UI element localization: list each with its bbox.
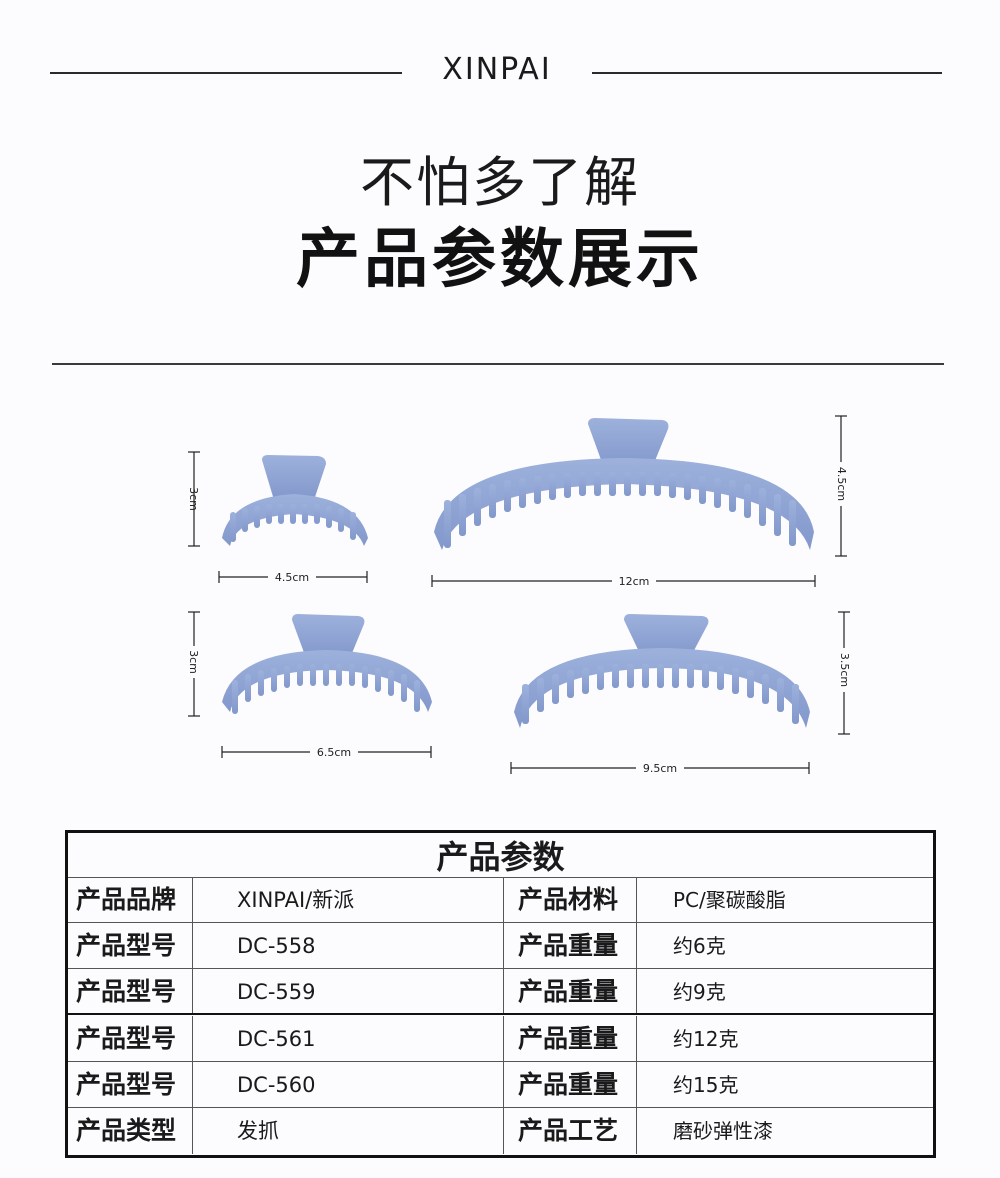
table-row: 产品品牌 XINPAI/新派 产品材料 PC/聚碳酸脂 [68, 877, 933, 923]
dim-width-4: 9.5cm [643, 762, 677, 775]
row-key-right: 产品重量 [504, 923, 637, 968]
dim-width-1: 4.5cm [275, 571, 309, 584]
table-row: 产品型号 DC-561 产品重量 约12克 [68, 1016, 933, 1062]
row-value-left: DC-560 [193, 1062, 504, 1107]
row-value-left: XINPAI/新派 [193, 877, 504, 922]
row-key-right: 产品材料 [504, 877, 637, 922]
row-key-left: 产品型号 [68, 1062, 193, 1107]
row-value-right: 约6克 [673, 934, 726, 958]
table-row: 产品型号 DC-558 产品重量 约6克 [68, 923, 933, 969]
hair-clip-small: 3cm 4.5cm [187, 451, 368, 584]
row-value-right: PC/聚碳酸脂 [673, 888, 786, 912]
row-value-left: DC-559 [193, 969, 504, 1013]
product-parameter-table: 产品参数 产品品牌 XINPAI/新派 产品材料 PC/聚碳酸脂 产品型号 DC… [65, 830, 936, 1158]
product-dimension-illustration: 3cm 4.5cm [0, 400, 1000, 800]
row-key-right: 产品重量 [504, 1062, 637, 1107]
table-row: 产品型号 DC-560 产品重量 约15克 [68, 1062, 933, 1108]
row-value-right: 约15克 [673, 1073, 739, 1097]
hair-clip-medium-large: 3.5cm 9.5cm [510, 611, 851, 775]
row-key-left: 产品类型 [68, 1108, 193, 1154]
section-divider [52, 363, 944, 365]
table-title: 产品参数 [68, 833, 933, 878]
dim-height-4: 3.5cm [838, 653, 851, 687]
dim-width-3: 6.5cm [317, 746, 351, 759]
row-key-right: 产品工艺 [504, 1108, 637, 1154]
dim-height-3: 3cm [187, 650, 200, 674]
brand-text: XINPAI [442, 52, 552, 87]
brand-line-right [592, 72, 942, 74]
brand-line-left [50, 72, 402, 74]
row-key-left: 产品型号 [68, 1016, 193, 1061]
row-key-right: 产品重量 [504, 1016, 637, 1061]
hair-clip-large: 4.5cm 12cm [431, 415, 848, 588]
row-value-left: 发抓 [193, 1108, 504, 1154]
row-key-left: 产品品牌 [68, 877, 193, 922]
table-row: 产品型号 DC-559 产品重量 约9克 [68, 969, 933, 1015]
row-key-left: 产品型号 [68, 923, 193, 968]
table-row: 产品类型 发抓 产品工艺 磨砂弹性漆 [68, 1108, 933, 1154]
dim-height-1: 3cm [187, 487, 200, 511]
row-value-right: 约9克 [673, 980, 726, 1004]
brand-header: XINPAI [0, 52, 1000, 96]
dim-height-2: 4.5cm [835, 467, 848, 501]
row-key-left: 产品型号 [68, 969, 193, 1013]
row-key-right: 产品重量 [504, 969, 637, 1013]
row-value-right: 约12克 [673, 1027, 739, 1051]
row-value-left: DC-558 [193, 923, 504, 968]
row-value-right: 磨砂弹性漆 [673, 1119, 773, 1143]
dim-width-2: 12cm [619, 575, 650, 588]
hair-clip-medium: 3cm 6.5cm [187, 611, 432, 759]
headline-subtitle: 不怕多了解 [360, 151, 640, 214]
row-value-left: DC-561 [193, 1016, 504, 1061]
product-svg: 3cm 4.5cm [187, 415, 851, 775]
headline-title: 产品参数展示 [296, 223, 704, 297]
